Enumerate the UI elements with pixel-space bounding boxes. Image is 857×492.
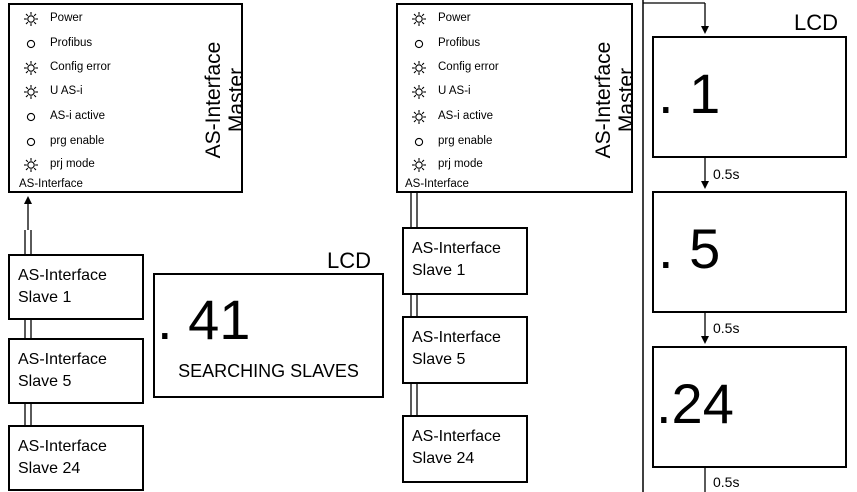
led-label: AS-i active [438,110,493,122]
lcd-value: . 1 [658,62,721,125]
bus-connector-left [24,230,32,425]
interval-label: 0.5s [713,474,740,490]
slave-line1: AS-Interface [412,240,501,257]
led-label: prg enable [50,135,105,147]
led-label: AS-i active [50,110,105,122]
slave-line1: AS-Interface [412,428,501,445]
slave-label: AS-Interface Slave 5 [18,349,107,393]
interval-label: 0.5s [713,166,740,182]
bus-connector-right [410,193,418,415]
slave-line1: AS-Interface [18,351,107,368]
led-off-icon [412,37,426,56]
master-module-right: Power Profibus Config error U AS-i AS-i … [396,3,638,193]
lcd-display-seq-2: . 5 [652,191,847,313]
lcd-value: .24 [656,372,734,435]
led-on-icon [24,85,38,104]
led-on-icon [412,110,426,129]
slave-line2: Slave 5 [18,373,72,390]
led-on-icon [412,158,426,177]
led-label: prj mode [438,158,483,170]
slave-label: AS-Interface Slave 1 [412,238,501,282]
led-on-icon [24,61,38,80]
lcd-value: . 5 [658,217,721,280]
slave-box-5: AS-Interface Slave 5 [8,338,144,404]
led-off-icon [24,135,38,154]
led-on-icon [412,12,426,31]
slave-line2: Slave 24 [412,450,475,467]
led-on-icon [412,85,426,104]
slave-box-1: AS-Interface Slave 1 [402,227,528,295]
slave-box-24: AS-Interface Slave 24 [402,415,528,483]
slave-line2: Slave 1 [18,289,72,306]
lcd-label-middle: LCD [327,248,372,273]
slave-box-5: AS-Interface Slave 5 [402,316,528,384]
slave-line1: AS-Interface [18,438,107,455]
slave-box-24: AS-Interface Slave 24 [8,425,144,491]
led-label: Power [50,12,83,24]
led-label: Profibus [50,37,93,49]
slave-line2: Slave 24 [18,460,81,477]
led-off-icon [24,110,38,129]
led-label: Config error [438,61,499,73]
lcd-display-seq-3: .24 [652,346,847,468]
interval-label: 0.5s [713,320,740,336]
master-module-left: Power Profibus Config error U AS-i AS-i … [8,3,248,193]
led-label: Config error [50,61,111,73]
slave-label: AS-Interface Slave 1 [18,265,107,309]
led-label: prj mode [50,158,95,170]
lcd-label-right: LCD [794,10,839,35]
lcd-display-seq-1: . 1 [652,36,847,158]
slave-label: AS-Interface Slave 24 [412,426,501,470]
led-on-icon [24,12,38,31]
slave-box-1: AS-Interface Slave 1 [8,254,144,320]
lcd-value: . 41 [157,288,251,351]
slave-label: AS-Interface Slave 24 [18,436,107,480]
master-footer-label: AS-Interface [405,178,469,190]
led-label: U AS-i [50,85,83,97]
lcd-display-middle: . 41 SEARCHING SLAVES [153,273,384,398]
led-on-icon [412,61,426,80]
slave-line2: Slave 5 [412,351,466,368]
slave-line2: Slave 1 [412,262,466,279]
slave-line1: AS-Interface [412,329,501,346]
led-label: U AS-i [438,85,471,97]
slave-line1: AS-Interface [18,267,107,284]
master-footer-label: AS-Interface [19,178,83,190]
lcd-status-text: SEARCHING SLAVES [178,361,359,381]
led-off-icon [412,135,426,154]
led-label: Power [438,12,471,24]
led-off-icon [24,37,38,56]
led-label: prg enable [438,135,493,147]
led-on-icon [24,158,38,177]
slave-label: AS-Interface Slave 5 [412,327,501,371]
led-label: Profibus [438,37,481,49]
